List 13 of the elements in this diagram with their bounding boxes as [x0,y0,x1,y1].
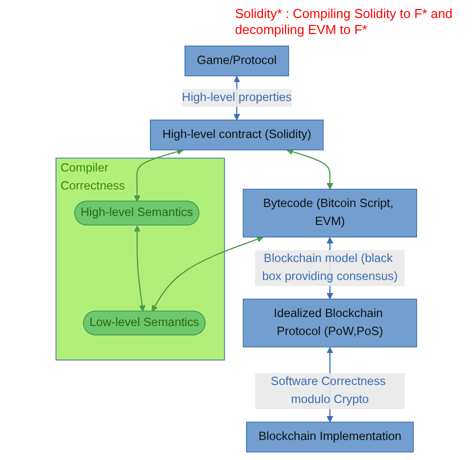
edge-label: High-level properties [182,91,292,104]
arrow [134,225,146,312]
edge-label: Blockchain model (black box providing consensus) [262,252,398,284]
node-box: Idealized Blockchain Protocol (PoW,PoS) [243,298,418,348]
node-box: High-level contract (Solidity) [150,120,324,150]
node-box: Game/Protocol [184,46,290,76]
arrow [152,236,264,312]
node-box: Bytecode (Bitcoin Script, EVM) [243,188,418,238]
note-text: Solidity* : Compiling Solidity to F* and decompiling EVM to F* [235,6,454,38]
edge-label: Software Correctness modulo Crypto [270,375,386,406]
node-box: Blockchain Implementation [246,422,414,452]
arrow [286,148,334,190]
arrow [134,148,184,202]
